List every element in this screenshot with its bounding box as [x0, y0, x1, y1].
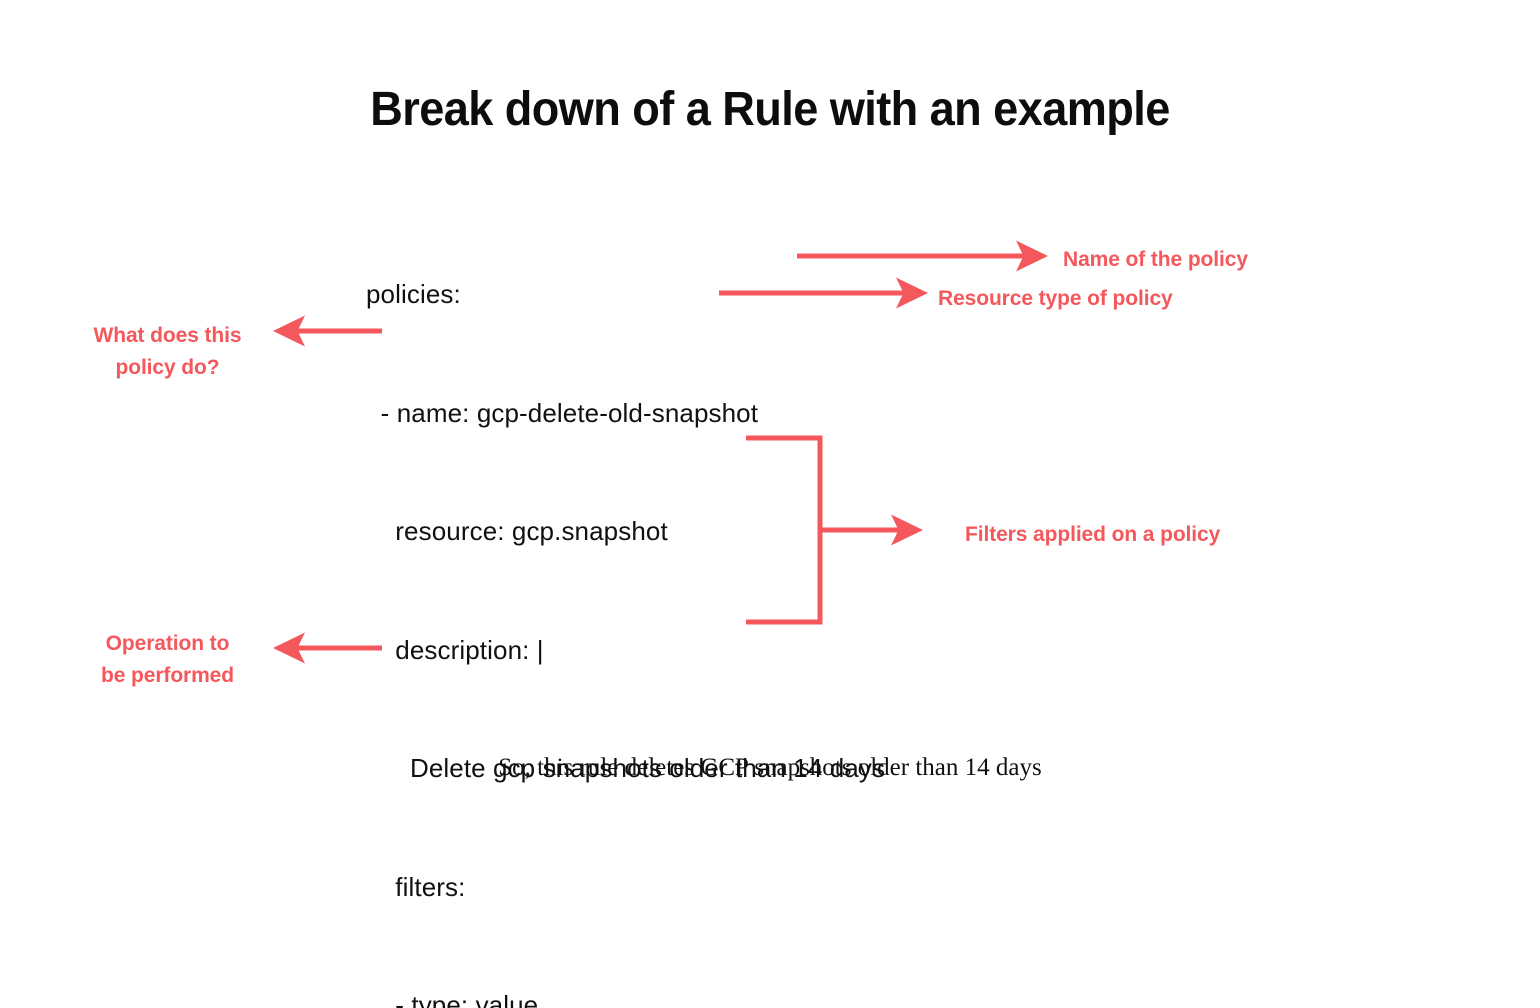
yaml-line-policies: policies:	[366, 279, 461, 309]
yaml-line-filters: filters:	[366, 871, 466, 902]
annotation-resource-type: Resource type of policy	[938, 287, 1173, 310]
page-title: Break down of a Rule with an example	[370, 83, 1170, 136]
yaml-line-description: description: |	[366, 634, 544, 665]
annotation-operation-performed: Operation to be performed	[101, 632, 234, 687]
annotation-filters-applied: Filters applied on a policy	[965, 523, 1221, 546]
yaml-line-filter-type: - type: value	[366, 990, 539, 1008]
summary-caption: So, this rule deletes GCP snapshots olde…	[498, 754, 1042, 781]
yaml-line-resource: resource: gcp.snapshot	[366, 516, 668, 546]
yaml-line-name: - name: gcp-delete-old-snapshot	[366, 397, 759, 428]
yaml-line-description-text: Delete gcp snapshots older than 14 days	[366, 753, 886, 783]
annotation-what-does-policy-do: What does this policy do?	[93, 324, 242, 379]
annotation-name-of-policy: Name of the policy	[1063, 248, 1248, 271]
yaml-code-block: policies: - name: gcp-delete-old-snapsho…	[366, 196, 885, 1008]
